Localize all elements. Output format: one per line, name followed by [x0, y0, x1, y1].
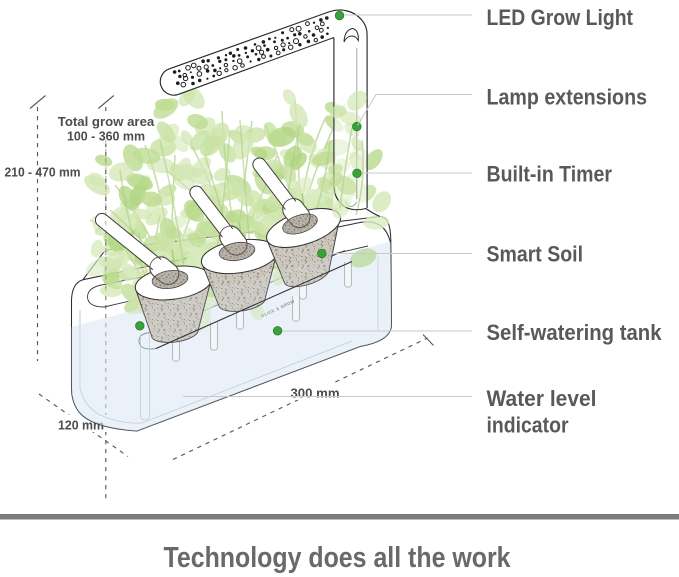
svg-text:Self-watering tank: Self-watering tank — [487, 320, 662, 345]
svg-text:Technology does all the work: Technology does all the work — [164, 542, 512, 574]
svg-text:Total grow area: Total grow area — [58, 114, 155, 129]
svg-text:Built-in Timer: Built-in Timer — [487, 162, 613, 187]
svg-text:Water level: Water level — [487, 386, 597, 411]
svg-text:100 - 360 mm: 100 - 360 mm — [67, 129, 145, 144]
svg-text:Smart Soil: Smart Soil — [487, 242, 584, 267]
svg-text:120 mm: 120 mm — [58, 418, 104, 433]
svg-text:Lamp extensions: Lamp extensions — [487, 85, 648, 110]
svg-text:210 - 470 mm: 210 - 470 mm — [5, 165, 81, 180]
svg-text:300 mm: 300 mm — [290, 386, 339, 401]
svg-text:indicator: indicator — [487, 413, 569, 438]
svg-text:LED Grow Light: LED Grow Light — [487, 5, 634, 30]
